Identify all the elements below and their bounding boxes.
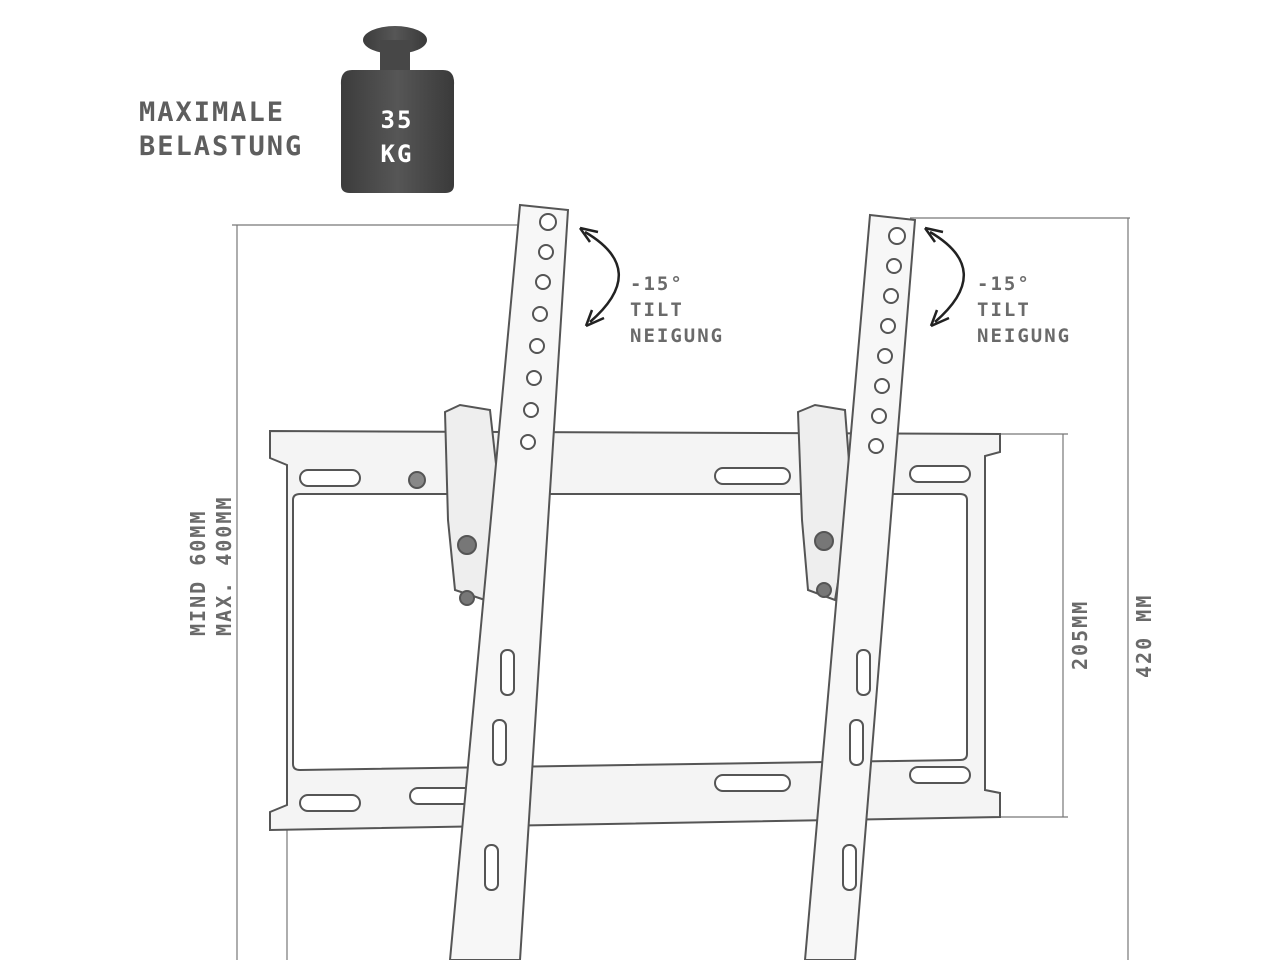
tilt-angle-right: -15° bbox=[977, 273, 1031, 295]
right-mount-arm bbox=[796, 213, 917, 960]
tilt-label-left: -15° TILT NEIGUNG bbox=[630, 271, 724, 349]
weight-unit: KG bbox=[380, 140, 414, 168]
plate-height-label: 205MM bbox=[1068, 599, 1092, 670]
tilt-arrow-left-icon bbox=[578, 226, 620, 328]
arm-height-label: 420 MM bbox=[1132, 593, 1156, 678]
weight-icon bbox=[340, 26, 455, 193]
tilt-word-right: TILT bbox=[977, 299, 1031, 321]
max-load-label: MAXIMALE BELASTUNG bbox=[139, 96, 303, 164]
tilt-arrow-right-icon bbox=[923, 226, 965, 328]
tilt-label-right: -15° TILT NEIGUNG bbox=[977, 271, 1071, 349]
tilt-angle-left: -15° bbox=[630, 273, 684, 295]
max-load-line1: MAXIMALE bbox=[139, 97, 286, 128]
spacing-max-label: MAX. 400MM bbox=[212, 495, 236, 636]
left-mount-arm bbox=[408, 203, 570, 960]
neigung-word-right: NEIGUNG bbox=[977, 325, 1072, 347]
tilt-word-left: TILT bbox=[630, 299, 684, 321]
neigung-word-left: NEIGUNG bbox=[630, 325, 725, 347]
spacing-min-label: MIND 60MM bbox=[186, 509, 210, 636]
weight-value: 35 bbox=[380, 106, 414, 134]
dimension-lines bbox=[232, 217, 1130, 960]
max-load-line2: BELASTUNG bbox=[139, 131, 304, 162]
